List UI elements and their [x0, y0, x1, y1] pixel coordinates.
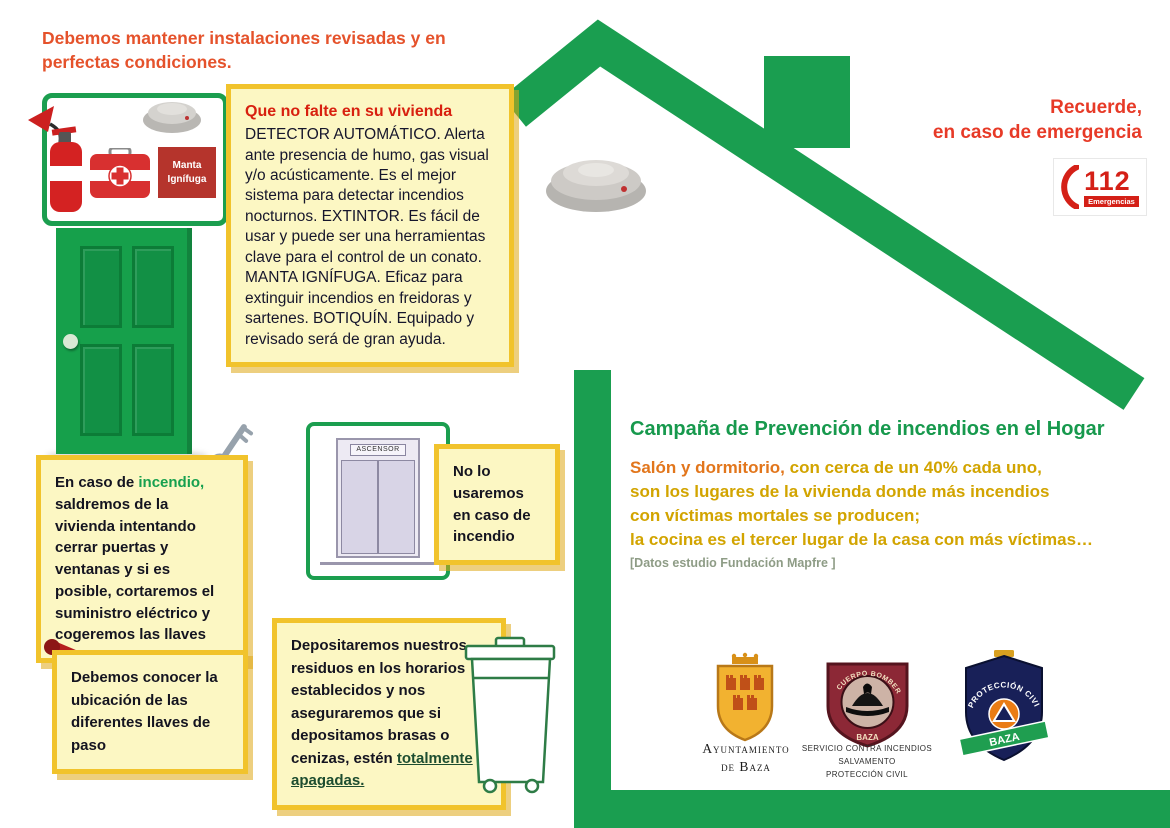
bomberos-caption: Servicio Contra Incendios Salvamento Pro…: [801, 743, 933, 781]
ayuntamiento-caption-line1: Ayuntamiento: [702, 741, 790, 756]
manta-ignifuga-label: Manta Ignífuga: [158, 147, 216, 198]
incendio-note: En caso de incendio, saldremos de la viv…: [36, 455, 248, 663]
emergency-reminder: Recuerde, en caso de emergencia: [842, 96, 1142, 145]
elevator-illustration: ASCENSOR: [306, 422, 450, 580]
elevator-frame: ASCENSOR: [336, 438, 420, 558]
residuos-note-underlined: totalmente apagadas.: [291, 749, 473, 790]
ayuntamiento-crest-logo: [716, 652, 774, 742]
door-illustration: [56, 228, 192, 454]
campaign-body: Salón y dormitorio, con cerca de un 40% …: [630, 456, 1150, 552]
campaign-lead-rest: con cerca de un 40% cada uno,: [784, 458, 1042, 477]
emergency-112-logo: 112 Emergencias: [1053, 158, 1147, 216]
manta-label-line1: Manta: [172, 160, 202, 171]
bomberos-badge-logo: CUERPO BOMBEROS BAZA: [820, 654, 909, 748]
wall-vertical-bar: [574, 370, 611, 828]
elevator-door-right: [378, 460, 415, 554]
campaign-source: [Datos estudio Fundación Mapfre ]: [630, 556, 836, 570]
emergency-reminder-line2: en caso de emergencia: [932, 121, 1142, 143]
bomberos-bottom-text: BAZA: [856, 733, 878, 742]
ayuntamiento-caption: Ayuntamiento de Baza: [686, 740, 806, 776]
smoke-detector-small-icon: [143, 102, 201, 133]
bomberos-caption-line3: Protección Civil: [826, 769, 908, 779]
door-panel: [80, 344, 122, 436]
fire-extinguisher-icon: [28, 106, 82, 212]
campaign-line4: la cocina es el tercer lugar de la casa …: [630, 530, 1094, 549]
vivienda-note-body: DETECTOR AUTOMÁTICO. Alerta ante presenc…: [245, 126, 489, 348]
incendio-note-prefix: En caso de: [55, 474, 139, 491]
trash-bin-icon: [464, 636, 556, 794]
floor-horizontal-bar: [574, 790, 1170, 828]
door-panel: [80, 246, 122, 328]
residuos-note-body: Depositaremos nuestros residuos en los h…: [291, 637, 467, 767]
roof-outline: [502, 19, 1145, 410]
vivienda-note-title: Que no falte en su vivienda: [245, 103, 453, 120]
elevator-note: No lo usaremos en caso de incendio: [434, 444, 560, 565]
emergency-number: 112: [1084, 165, 1131, 196]
emergency-reminder-line1: Recuerde,: [1050, 97, 1142, 118]
incendio-note-rest: saldremos de la vivienda intentando cerr…: [55, 495, 215, 644]
smoke-detector-icon: [546, 160, 646, 212]
emergency-label: Emergencias: [1084, 195, 1139, 207]
phone-bracket-icon: [1061, 165, 1080, 209]
door-panel: [132, 344, 174, 436]
proteccion-civil-badge-logo: PROTECCIÓN CIVIL BAZA: [958, 650, 1050, 762]
campaign-lead: Salón y dormitorio,: [630, 458, 785, 477]
campaign-line3: con víctimas mortales se producen;: [630, 506, 921, 525]
incendio-note-highlight: incendio,: [138, 474, 205, 491]
elevator-base-line: [320, 562, 436, 565]
door-knob: [63, 334, 78, 349]
elevator-door-left: [341, 460, 378, 554]
first-aid-kit-icon: [90, 148, 150, 198]
campaign-line2: son los lugares de la vivienda donde más…: [630, 482, 1050, 501]
bomberos-caption-line2: Salvamento: [838, 756, 896, 766]
door-panel: [132, 246, 174, 328]
campaign-title: Campaña de Prevención de incendios en el…: [630, 418, 1105, 440]
chimney: [764, 56, 850, 148]
vivienda-note: Que no falte en su vivienda DETECTOR AUT…: [226, 84, 514, 368]
elevator-sign: ASCENSOR: [350, 444, 406, 456]
manta-label-line2: Ignífuga: [167, 173, 207, 185]
maintenance-heading: Debemos mantener instalaciones revisadas…: [42, 28, 446, 73]
bomberos-caption-line1: Servicio Contra Incendios: [801, 744, 933, 753]
ayuntamiento-caption-line2: de Baza: [721, 759, 771, 775]
llaves-note: Debemos conocer la ubicación de las dife…: [52, 650, 248, 774]
campaign-line1: Salón y dormitorio, con cerca de un 40% …: [630, 456, 1150, 480]
